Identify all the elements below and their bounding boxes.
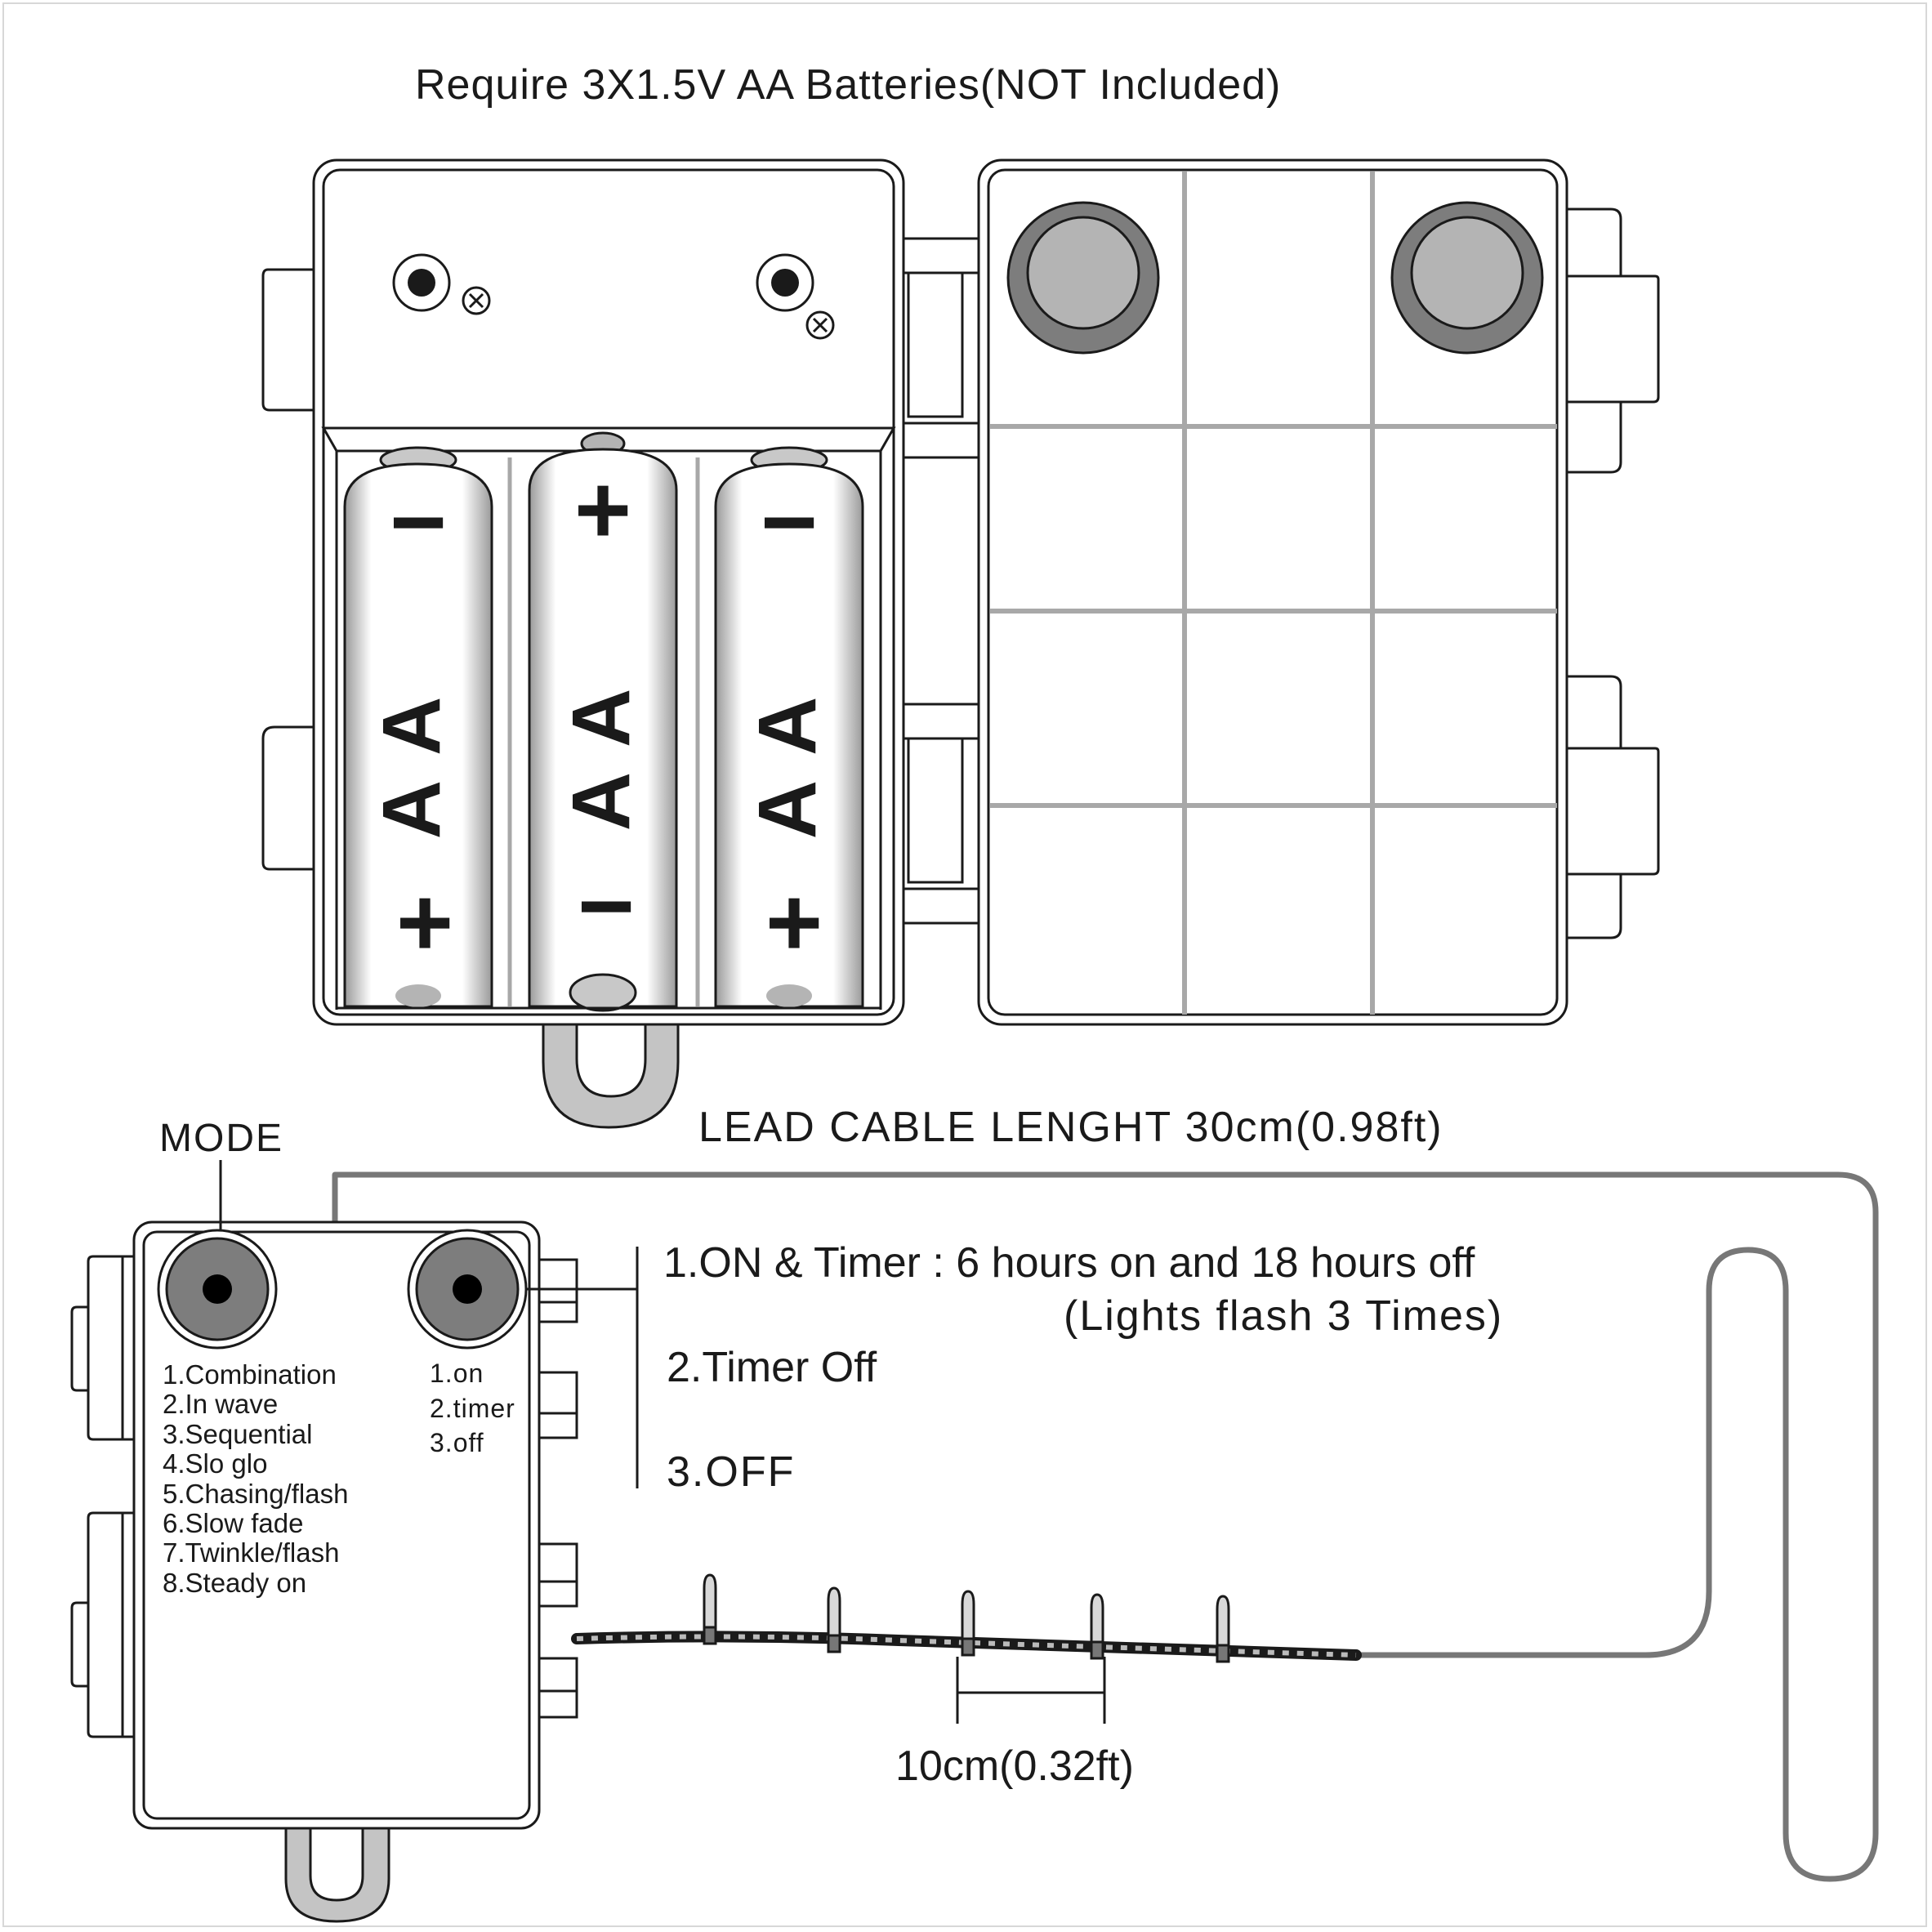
lid-grid <box>990 172 1557 1015</box>
power-option-item: 3.off <box>430 1428 484 1457</box>
mode-item: 8.Steady on <box>163 1567 307 1598</box>
mode-item: 3.Sequential <box>163 1418 313 1449</box>
mode-item: 7.Twinkle/flash <box>163 1537 340 1568</box>
lid-buttons <box>1006 201 1544 355</box>
aa-cell-2 <box>528 431 678 1012</box>
led-bulb <box>703 1573 717 1645</box>
cell-3-top-terminal: − <box>761 467 818 577</box>
timer-note-on: 1.ON & Timer : 6 hours on and 18 hours o… <box>663 1239 1475 1287</box>
cell-1-bottom-terminal: + <box>396 868 453 977</box>
led-bulb <box>961 1590 975 1657</box>
aa-cell-1 <box>343 446 493 1008</box>
mode-item: 1.Combination <box>163 1359 337 1390</box>
battery-tray <box>261 158 905 1026</box>
timer-note-timer-off: 2.Timer Off <box>667 1344 877 1391</box>
battery-lid <box>977 158 1660 1026</box>
cell-2-type: AA <box>556 664 647 831</box>
cell-3-bottom-terminal: + <box>765 868 823 977</box>
lead-cable-length-label: LEAD CABLE LENGHT 30cm(0.98ft) <box>698 1104 1443 1151</box>
aa-cell-3 <box>714 446 864 1008</box>
hinge <box>902 237 980 925</box>
power-option-item: 1.on <box>430 1359 484 1388</box>
mode-list: 1.Combination 2.In wave 3.Sequential 4.S… <box>163 1359 349 1598</box>
mode-button <box>157 1229 278 1350</box>
power-button <box>407 1229 528 1350</box>
mode-item: 6.Slow fade <box>163 1507 304 1538</box>
cell-1-top-terminal: − <box>390 467 447 577</box>
power-option-item: 2.timer <box>430 1393 515 1423</box>
mode-item: 2.In wave <box>163 1389 279 1420</box>
battery-requirement-title: Require 3X1.5V AA Batteries(NOT Included… <box>415 61 1282 109</box>
spacing-dimension <box>956 1657 1106 1724</box>
cell-3-type: AA <box>742 672 833 839</box>
timer-note-off: 3.OFF <box>667 1448 796 1496</box>
cell-2-top-terminal: + <box>574 455 631 564</box>
led-bulb <box>1216 1595 1230 1663</box>
lead-cable <box>332 1171 1879 1882</box>
timer-note-flash: (Lights flash 3 Times) <box>1064 1292 1504 1340</box>
bulb-spacing-label: 10cm(0.32ft) <box>895 1742 1134 1790</box>
timer-bracket <box>526 1247 639 1488</box>
controller-body <box>132 1220 541 1830</box>
cell-2-bottom-terminal: − <box>578 851 635 961</box>
cell-dividers <box>507 457 700 1006</box>
mode-item: 4.Slo glo <box>163 1448 268 1479</box>
power-option-list: 1.on 2.timer 3.off <box>430 1356 515 1461</box>
mode-label: MODE <box>159 1117 283 1160</box>
cell-1-type: AA <box>366 672 457 839</box>
tray-hanging-loop <box>542 1023 680 1129</box>
led-bulbs <box>703 1573 1230 1663</box>
screw-holes <box>392 253 835 340</box>
led-bulb <box>827 1586 841 1653</box>
mode-item: 5.Chasing/flash <box>163 1478 349 1509</box>
led-bulb <box>1090 1593 1104 1660</box>
controller-hanging-loop <box>284 1827 390 1923</box>
